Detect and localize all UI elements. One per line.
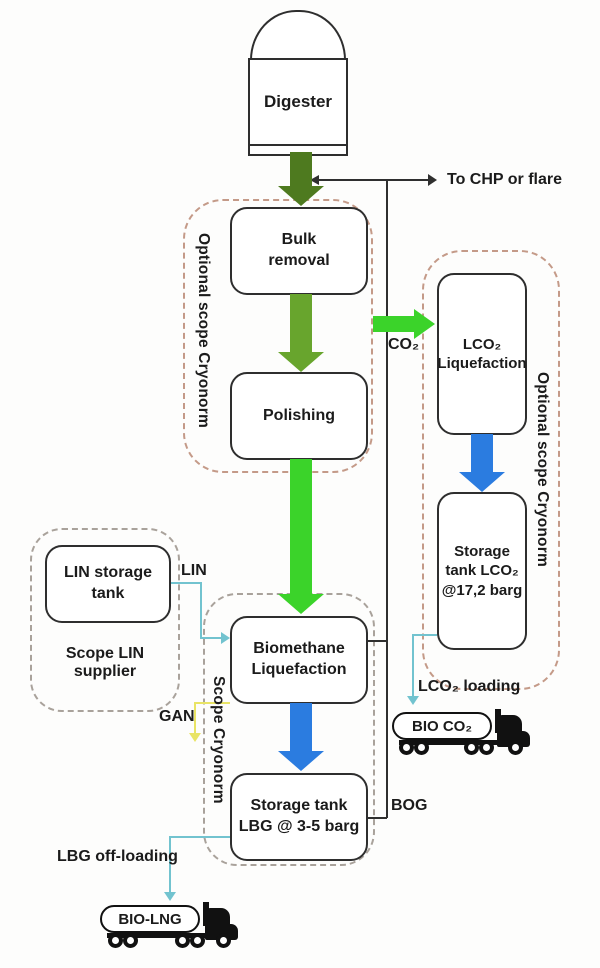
lin-supplier-scope-label: Scope LIN supplier <box>65 645 145 680</box>
digester-dome <box>250 10 346 60</box>
biomethane-arrow-head-icon <box>278 594 324 614</box>
bio-lng-truck-tank: BIO-LNG <box>100 905 200 933</box>
truck-wheel-icon <box>414 740 429 755</box>
lbg-liquid-arrow-shaft <box>290 703 312 751</box>
polishing-node: Polishing <box>230 372 368 460</box>
truck-wheel-icon <box>399 740 414 755</box>
clean-biogas-arrow-head-icon <box>278 352 324 372</box>
right-optional-scope-box <box>422 250 560 690</box>
lin-storage-label: LIN storage tank <box>63 564 152 602</box>
gan-line-v <box>194 702 196 733</box>
gan-arrowhead-icon <box>189 733 201 742</box>
cryonorm-scope-label: Scope Cryonorm <box>210 676 227 804</box>
lbg-offloading-line-v <box>169 836 171 892</box>
right-optional-scope-label: Optional scope Cryonorm <box>534 372 551 567</box>
lbg-offloading-line-h <box>170 836 230 838</box>
co2-arrow-head-icon <box>414 309 435 339</box>
lin-label: LIN <box>181 562 207 579</box>
chp-arrowhead-left-icon <box>310 175 319 185</box>
lco2-liquefaction-node: LCO₂ Liquefaction <box>437 273 527 435</box>
bio-co2-truck-chassis <box>399 740 497 745</box>
digester-label: Digester <box>263 92 333 111</box>
gan-line-h <box>195 702 230 704</box>
lin-line-h2 <box>200 637 222 639</box>
clean-biogas-arrow-shaft <box>290 294 312 352</box>
lbg-liquid-arrow-head-icon <box>278 751 324 771</box>
biomethane-arrow-shaft <box>290 459 312 594</box>
bio-co2-truck-tank: BIO CO₂ <box>392 712 492 740</box>
biomethane-liquefaction-node: Biomethane Liquefaction <box>230 616 368 704</box>
truck-wheel-icon <box>123 933 138 948</box>
co2-label: CO₂ <box>388 336 420 353</box>
truck-wheel-icon <box>508 740 523 755</box>
truck-wheel-icon <box>479 740 494 755</box>
polishing-label: Polishing <box>263 406 335 424</box>
lin-line-v <box>200 582 202 638</box>
bog-riser-line <box>386 180 388 818</box>
bio-lng-truck: BIO-LNG <box>100 902 240 958</box>
lco2-loading-arrowhead-icon <box>407 696 419 705</box>
lin-arrowhead-icon <box>221 632 230 644</box>
lbg-offloading-arrowhead-icon <box>164 892 176 901</box>
bog-branch-storage <box>368 817 387 819</box>
bulk-removal-node: Bulk removal <box>230 207 368 295</box>
bog-branch-biomethane <box>368 640 387 642</box>
left-optional-scope-label: Optional scope Cryonorm <box>195 233 212 428</box>
bio-co2-truck-label: BIO CO₂ <box>412 717 472 735</box>
chp-arrowhead-right-icon <box>428 174 437 186</box>
to-chp-label: To CHP or flare <box>447 171 562 188</box>
gan-label: GAN <box>159 708 195 725</box>
lin-line-h1 <box>171 582 201 584</box>
bio-lng-truck-label: BIO-LNG <box>118 910 182 928</box>
lbg-offloading-label: LBG off-loading <box>57 848 178 865</box>
bog-label: BOG <box>391 797 428 814</box>
bulk-removal-label: Bulk removal <box>268 231 330 269</box>
lco2-storage-label: Storage tank LCO₂ @17,2 barg <box>441 542 523 599</box>
bio-lng-truck-chassis <box>107 933 205 938</box>
truck-wheel-icon <box>108 933 123 948</box>
co2-arrow-shaft <box>373 316 415 332</box>
raw-biogas-arrow-head-icon <box>278 186 324 206</box>
lco2-liquefaction-label: LCO₂ Liquefaction <box>437 335 527 373</box>
biomethane-liquefaction-label: Biomethane Liquefaction <box>251 640 347 678</box>
chp-line <box>316 179 430 181</box>
bio-co2-truck: BIO CO₂ <box>392 709 532 765</box>
lbg-storage-node: Storage tank LBG @ 3-5 barg <box>230 773 368 861</box>
lin-supplier-scope-box <box>30 528 180 712</box>
truck-wheel-icon <box>216 933 231 948</box>
digester-node: Digester <box>248 58 348 146</box>
truck-wheel-icon <box>175 933 190 948</box>
lin-storage-node: LIN storage tank <box>45 545 171 623</box>
lco2-liquid-arrow-head-icon <box>459 472 505 492</box>
lco2-storage-node: Storage tank LCO₂ @17,2 barg <box>437 492 527 650</box>
lco2-loading-line-h <box>413 634 437 636</box>
lco2-loading-line-v <box>412 634 414 696</box>
truck-wheel-icon <box>190 933 205 948</box>
lbg-storage-label: Storage tank LBG @ 3-5 barg <box>238 797 360 835</box>
lco2-loading-label: LCO₂ loading <box>418 678 521 695</box>
truck-wheel-icon <box>464 740 479 755</box>
lco2-liquid-arrow-shaft <box>471 434 493 472</box>
raw-biogas-arrow-shaft <box>290 152 312 188</box>
